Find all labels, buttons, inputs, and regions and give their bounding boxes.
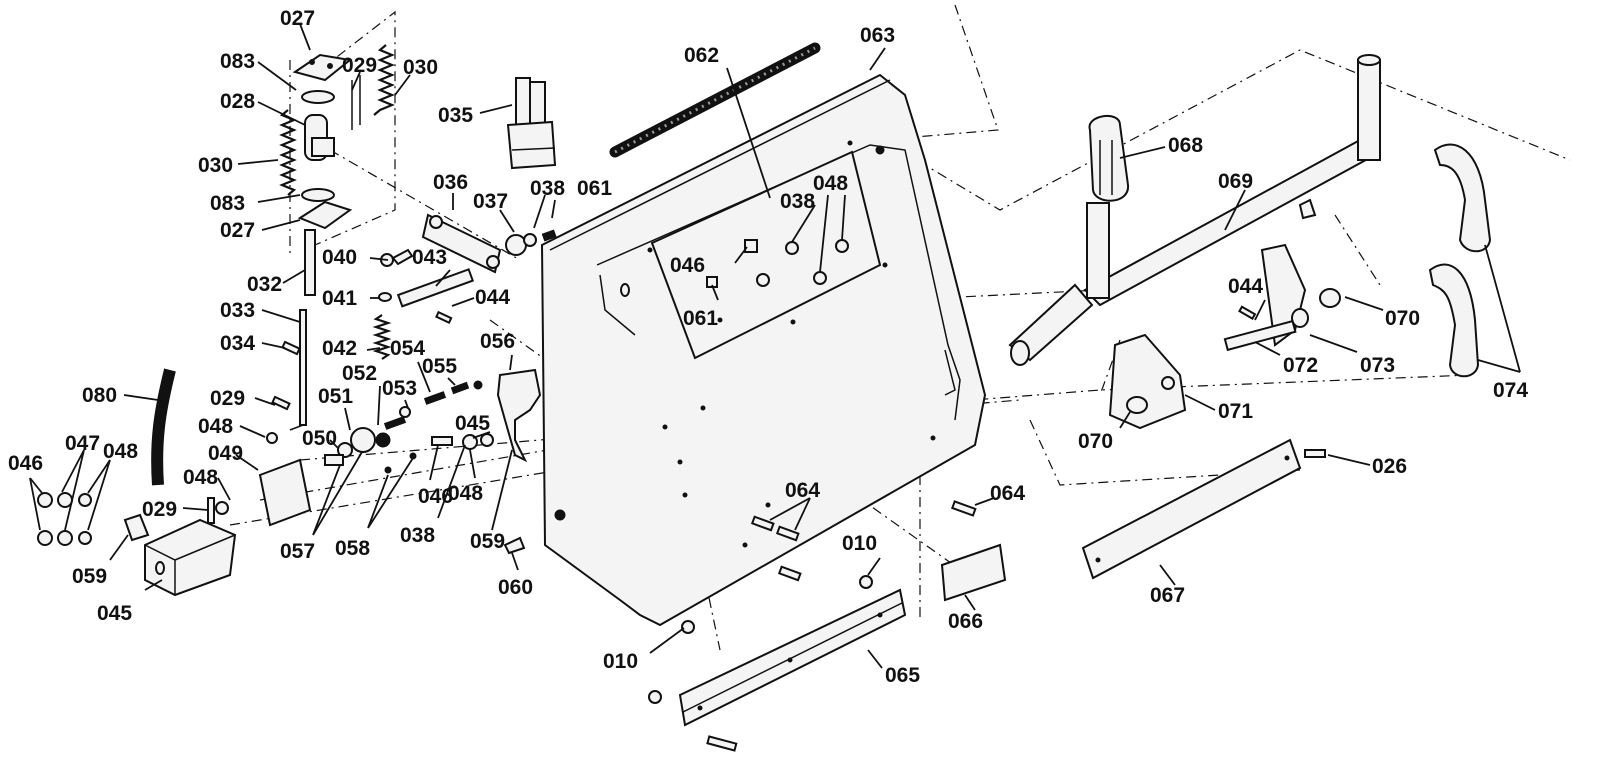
spring-right <box>373 44 395 116</box>
label-032: 032 <box>247 273 282 296</box>
label-060: 060 <box>498 576 533 599</box>
label-027: 027 <box>280 7 315 30</box>
label-058: 058 <box>335 537 370 560</box>
label-069: 069 <box>1218 170 1253 193</box>
label-052: 052 <box>342 362 377 385</box>
label-045: 045 <box>97 602 132 625</box>
label-056: 056 <box>480 330 515 353</box>
label-030: 030 <box>403 56 438 79</box>
label-054: 054 <box>390 337 425 360</box>
label-048: 048 <box>103 440 138 463</box>
label-048: 048 <box>813 172 848 195</box>
label-057: 057 <box>280 540 315 563</box>
label-029: 029 <box>342 54 377 77</box>
label-027: 027 <box>220 219 255 242</box>
label-046: 046 <box>418 485 453 508</box>
label-059: 059 <box>72 565 107 588</box>
handles <box>1428 143 1492 378</box>
label-037: 037 <box>473 190 508 213</box>
label-041: 041 <box>322 287 357 310</box>
label-047: 047 <box>65 432 100 455</box>
label-029: 029 <box>142 498 177 521</box>
label-061: 061 <box>577 177 612 200</box>
label-028: 028 <box>220 90 255 113</box>
label-044: 044 <box>1228 275 1263 298</box>
label-072: 072 <box>1283 354 1318 377</box>
label-062: 062 <box>684 44 719 67</box>
switch-box <box>123 458 312 597</box>
plate-small <box>940 543 1007 602</box>
label-045: 045 <box>455 412 490 435</box>
label-033: 033 <box>220 299 255 322</box>
label-059: 059 <box>470 530 505 553</box>
label-038: 038 <box>400 524 435 547</box>
label-051: 051 <box>318 385 353 408</box>
label-044: 044 <box>475 286 510 309</box>
hinge <box>678 588 907 727</box>
label-080: 080 <box>82 384 117 407</box>
label-048: 048 <box>448 482 483 505</box>
label-046: 046 <box>670 254 705 277</box>
label-049: 049 <box>208 442 243 465</box>
label-026: 026 <box>1372 455 1407 478</box>
main-panel <box>540 42 987 627</box>
label-083: 083 <box>210 192 245 215</box>
label-066: 066 <box>948 610 983 633</box>
label-053: 053 <box>382 377 417 400</box>
label-048: 048 <box>198 415 233 438</box>
label-065: 065 <box>885 664 920 687</box>
label-038: 038 <box>780 190 815 213</box>
label-030: 030 <box>198 154 233 177</box>
label-068: 068 <box>1168 134 1203 157</box>
label-036: 036 <box>433 171 468 194</box>
label-040: 040 <box>322 246 357 269</box>
label-010: 010 <box>842 532 877 555</box>
label-029: 029 <box>210 387 245 410</box>
label-070: 070 <box>1385 307 1420 330</box>
strip <box>1081 438 1326 580</box>
label-063: 063 <box>860 24 895 47</box>
label-067: 067 <box>1150 584 1185 607</box>
label-070: 070 <box>1078 430 1113 453</box>
fasteners-left <box>37 432 278 546</box>
label-074: 074 <box>1493 379 1528 402</box>
label-048: 048 <box>183 466 218 489</box>
label-055: 055 <box>422 355 457 378</box>
pivot-assembly <box>271 44 395 431</box>
label-043: 043 <box>412 246 447 269</box>
label-042: 042 <box>322 337 357 360</box>
label-035: 035 <box>438 104 473 127</box>
part-labels: 027 083 029 030 028 030 083 027 032 033 … <box>8 7 1528 687</box>
label-046: 046 <box>8 452 43 475</box>
label-083: 083 <box>220 50 255 73</box>
lever-assembly <box>1008 54 1381 430</box>
label-034: 034 <box>220 332 255 355</box>
label-061: 061 <box>683 307 718 330</box>
label-064: 064 <box>785 479 820 502</box>
spring-left <box>279 109 297 196</box>
lower-bolts <box>648 500 977 752</box>
label-073: 073 <box>1360 354 1395 377</box>
label-038: 038 <box>530 177 565 200</box>
label-010: 010 <box>603 650 638 673</box>
label-064: 064 <box>990 482 1025 505</box>
cable <box>151 368 179 486</box>
label-050: 050 <box>302 427 337 450</box>
leader-lines <box>29 23 1521 669</box>
label-071: 071 <box>1218 400 1253 423</box>
linkage <box>324 77 557 555</box>
